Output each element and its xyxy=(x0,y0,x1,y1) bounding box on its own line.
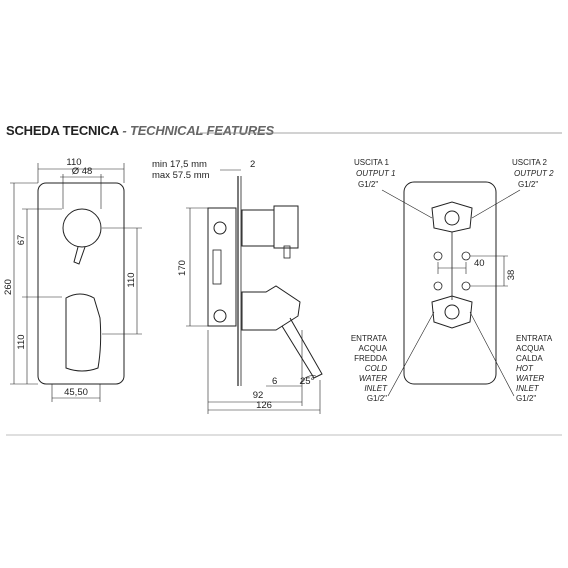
hot-inlet-line-5: WATER xyxy=(516,374,544,383)
front-bottom-width-label: 45,50 xyxy=(64,387,88,398)
front-view xyxy=(10,163,142,402)
mixer-lever xyxy=(65,293,102,372)
inlet-connectors xyxy=(431,295,473,329)
cold-inlet-line-2: ACQUA xyxy=(359,344,388,353)
hot-inlet-line-3: CALDA xyxy=(516,354,543,363)
front-height-label: 260 xyxy=(3,279,14,295)
front-diameter-label: Ø 48 xyxy=(72,166,93,177)
cold-inlet-line-3: FREDDA xyxy=(354,354,388,363)
side-angle-label: 25° xyxy=(300,376,315,387)
outlet1-label-3: G1/2" xyxy=(358,180,378,189)
upper-port xyxy=(213,221,227,235)
diverter-knob xyxy=(62,208,102,248)
side-depth-126-label: 126 xyxy=(256,400,272,411)
outlet-connectors xyxy=(431,201,473,233)
outlet1-label-2: OUTPUT 1 xyxy=(356,169,396,178)
cold-inlet-line-5: WATER xyxy=(359,374,387,383)
front-plate xyxy=(37,182,125,385)
side-height-label: 170 xyxy=(177,260,188,276)
hot-inlet-line-2: ACQUA xyxy=(516,344,545,353)
side-view xyxy=(186,169,323,414)
front-right-height-label: 110 xyxy=(126,272,137,287)
hot-inlet-line-1: ENTRATA xyxy=(516,334,553,343)
outlet1-label-1: USCITA 1 xyxy=(354,158,390,167)
rear-spacing-h-label: 40 xyxy=(474,258,485,269)
side-inlet-depth-label: 6 xyxy=(272,376,277,387)
header-separator: - xyxy=(119,123,130,138)
header-subtitle: TECHNICAL FEATURES xyxy=(129,123,274,138)
sheet-header: SCHEDA TECNICA - TECHNICAL FEATURES xyxy=(6,123,274,138)
diverter-cap xyxy=(273,205,299,249)
valve-body xyxy=(207,207,237,327)
lower-port xyxy=(213,309,227,323)
cold-inlet-line-4: COLD xyxy=(365,364,387,373)
outlet2-label-2: OUTPUT 2 xyxy=(514,169,554,178)
cold-inlet-line-7: G1/2" xyxy=(367,394,387,403)
lever-side xyxy=(281,317,323,379)
outlet2-label-1: USCITA 2 xyxy=(512,158,548,167)
hot-inlet-line-7: G1/2" xyxy=(516,394,536,403)
side-max-depth-label: max 57.5 mm xyxy=(152,170,210,181)
side-plate-label: 2 xyxy=(250,159,255,170)
diverter-side xyxy=(241,209,275,247)
front-width-label: 110 xyxy=(66,157,81,168)
front-upper-offset-label: 67 xyxy=(16,235,27,246)
side-depth-92-label: 92 xyxy=(253,390,264,401)
rear-view xyxy=(381,181,521,397)
rear-spacing-v-label: 38 xyxy=(506,270,517,281)
hot-inlet-line-4: HOT xyxy=(516,364,534,373)
outlet2-label-3: G1/2" xyxy=(518,180,538,189)
side-min-depth-label: min 17,5 mm xyxy=(152,159,207,170)
header-title: SCHEDA TECNICA xyxy=(6,123,120,138)
cold-inlet-line-1: ENTRATA xyxy=(351,334,388,343)
cold-inlet-line-6: INLET xyxy=(364,384,388,393)
hot-inlet-line-6: INLET xyxy=(516,384,540,393)
rear-plate xyxy=(403,181,497,385)
knob-pointer xyxy=(73,246,86,265)
front-lower-height-label: 110 xyxy=(16,334,27,349)
mixer-side xyxy=(241,285,301,331)
